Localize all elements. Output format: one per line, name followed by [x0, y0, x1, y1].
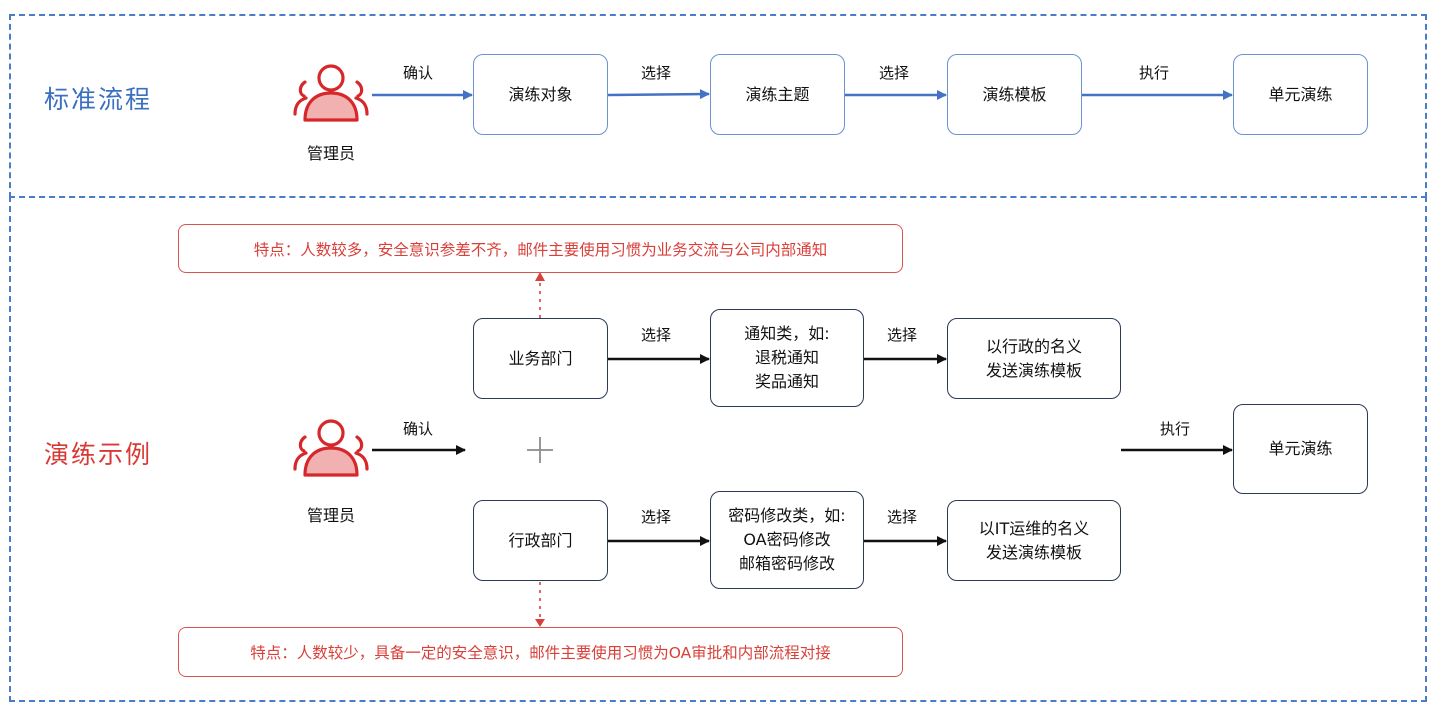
node-biz-category[interactable]: 通知类，如: 退税通知 奖品通知 — [710, 309, 864, 407]
node-unit-drill-label: 单元演练 — [1268, 84, 1333, 104]
node-drill-target[interactable]: 演练对象 — [473, 54, 608, 135]
standard-edge-label-execute: 执行 — [1139, 64, 1170, 82]
admin-template-line-1: 以IT运维的名义 — [978, 518, 1090, 538]
biz-edge-label-select-1: 选择 — [641, 326, 672, 344]
biz-category-line-3: 奖品通知 — [754, 372, 819, 391]
example-edge-label-execute: 执行 — [1160, 420, 1191, 438]
node-biz-template[interactable]: 以行政的名义 发送演练模板 — [947, 318, 1121, 399]
node-admin-template[interactable]: 以IT运维的名义 发送演练模板 — [947, 500, 1121, 581]
node-biz-dept-label: 业务部门 — [508, 348, 573, 368]
node-drill-topic-label: 演练主题 — [745, 84, 810, 104]
node-drill-target-label: 演练对象 — [508, 84, 573, 104]
node-drill-topic[interactable]: 演练主题 — [710, 54, 845, 135]
biz-category-line-1: 通知类，如: — [744, 324, 830, 343]
biz-category-line-2: 退税通知 — [754, 348, 819, 367]
admin-template-line-2: 发送演练模板 — [985, 542, 1082, 562]
standard-edge-label-select-2: 选择 — [879, 64, 910, 82]
admin-category-line-1: 密码修改类，如: — [728, 506, 846, 525]
standard-section-title: 标准流程 — [44, 85, 153, 114]
users-icon — [293, 64, 369, 122]
admin-edge-label-select-1: 选择 — [641, 508, 672, 526]
biz-edge-label-select-2: 选择 — [887, 326, 918, 344]
standard-actor-label: 管理员 — [306, 144, 355, 163]
biz-dept-note: 特点：人数较多，安全意识参差不齐，邮件主要使用习惯为业务交流与公司内部通知 — [178, 224, 903, 273]
users-icon — [293, 419, 369, 477]
node-example-unit-drill-label: 单元演练 — [1268, 439, 1333, 458]
node-biz-dept[interactable]: 业务部门 — [473, 318, 608, 399]
node-drill-template[interactable]: 演练模板 — [947, 54, 1082, 135]
admin-category-line-2: OA密码修改 — [743, 530, 831, 549]
example-actor-label: 管理员 — [306, 506, 355, 525]
node-admin-category[interactable]: 密码修改类，如: OA密码修改 邮箱密码修改 — [710, 491, 864, 589]
node-admin-dept[interactable]: 行政部门 — [473, 500, 608, 581]
standard-edge-label-select-1: 选择 — [641, 64, 672, 82]
admin-dept-note: 特点：人数较少，具备一定的安全意识，邮件主要使用习惯为OA审批和内部流程对接 — [178, 627, 903, 677]
admin-edge-label-select-2: 选择 — [887, 508, 918, 526]
biz-dept-note-text: 特点：人数较多，安全意识参差不齐，邮件主要使用习惯为业务交流与公司内部通知 — [253, 240, 828, 259]
biz-template-line-1: 以行政的名义 — [985, 336, 1082, 356]
admin-dept-note-text: 特点：人数较少，具备一定的安全意识，邮件主要使用习惯为OA审批和内部流程对接 — [250, 644, 831, 662]
node-example-unit-drill[interactable]: 单元演练 — [1233, 404, 1368, 494]
example-section-title: 演练示例 — [44, 440, 153, 469]
example-edge-label-confirm: 确认 — [403, 420, 434, 438]
node-unit-drill[interactable]: 单元演练 — [1233, 54, 1368, 135]
node-admin-dept-label: 行政部门 — [508, 530, 573, 550]
biz-template-line-2: 发送演练模板 — [985, 360, 1082, 380]
example-section-frame — [9, 196, 1427, 702]
node-drill-template-label: 演练模板 — [982, 84, 1047, 104]
admin-category-line-3: 邮箱密码修改 — [738, 554, 835, 573]
standard-edge-label-confirm: 确认 — [403, 64, 434, 82]
